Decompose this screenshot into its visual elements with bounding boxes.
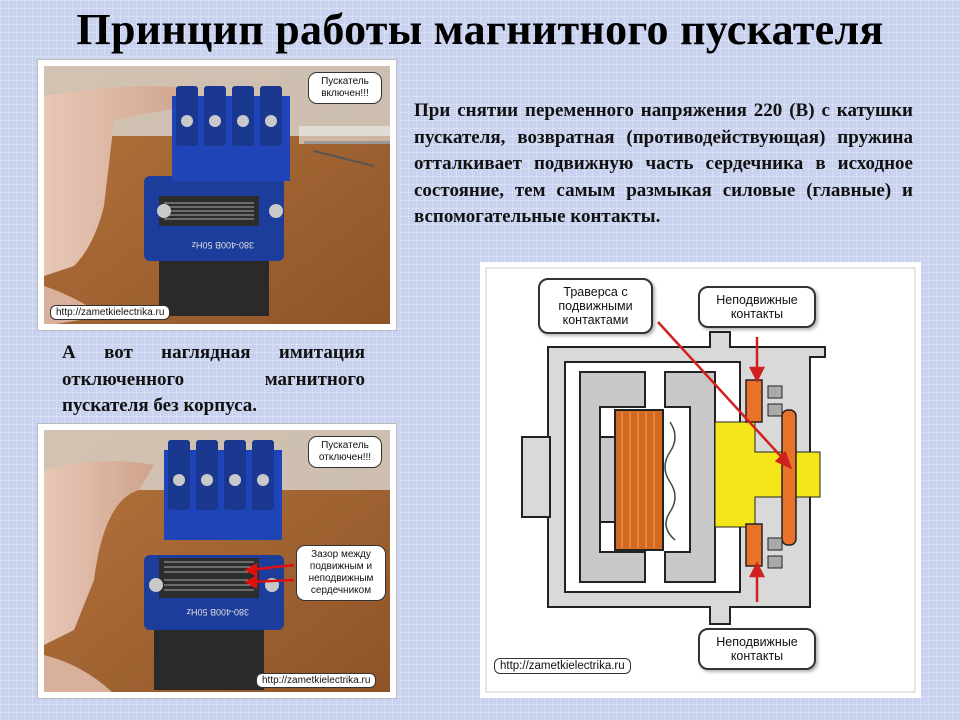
coil-marking: 380-400B 50Hz <box>186 607 249 617</box>
watermark-url: http://zametkielectrika.ru <box>256 673 377 688</box>
paragraph-top: При снятии переменного напряжения 220 (В… <box>414 100 913 227</box>
photo-starter-off: 380-400B 50Hz Пускатель отключен!!! Зазо… <box>37 423 397 699</box>
callout-gap: Зазор между подвижным и неподвижным серд… <box>296 545 386 601</box>
coil-marking: 380-400B 50Hz <box>191 240 254 250</box>
callout-starter-off: Пускатель отключен!!! <box>308 436 382 468</box>
starter-on-image: 380-400B 50Hz <box>44 66 390 324</box>
contactor-cross-section <box>480 262 921 698</box>
callout-traverse: Траверса с подвижными контактами <box>538 278 653 334</box>
callout-starter-on: Пускатель включен!!! <box>308 72 382 104</box>
watermark-url: http://zametkielectrika.ru <box>494 658 631 674</box>
page-title: Принцип работы магнитного пускателя <box>76 5 884 54</box>
paragraph-left: А вот наглядная имитация отключенного ма… <box>62 342 365 416</box>
photo-starter-on: 380-400B 50Hz Пускатель включен!!! http:… <box>37 59 397 331</box>
diagram-contactor: Траверса с подвижными контактами Неподви… <box>480 262 921 698</box>
watermark-url: http://zametkielectrika.ru <box>50 305 171 320</box>
callout-fixed-contacts-top: Неподвижные контакты <box>698 286 816 328</box>
callout-fixed-contacts-bottom: Неподвижные контакты <box>698 628 816 670</box>
